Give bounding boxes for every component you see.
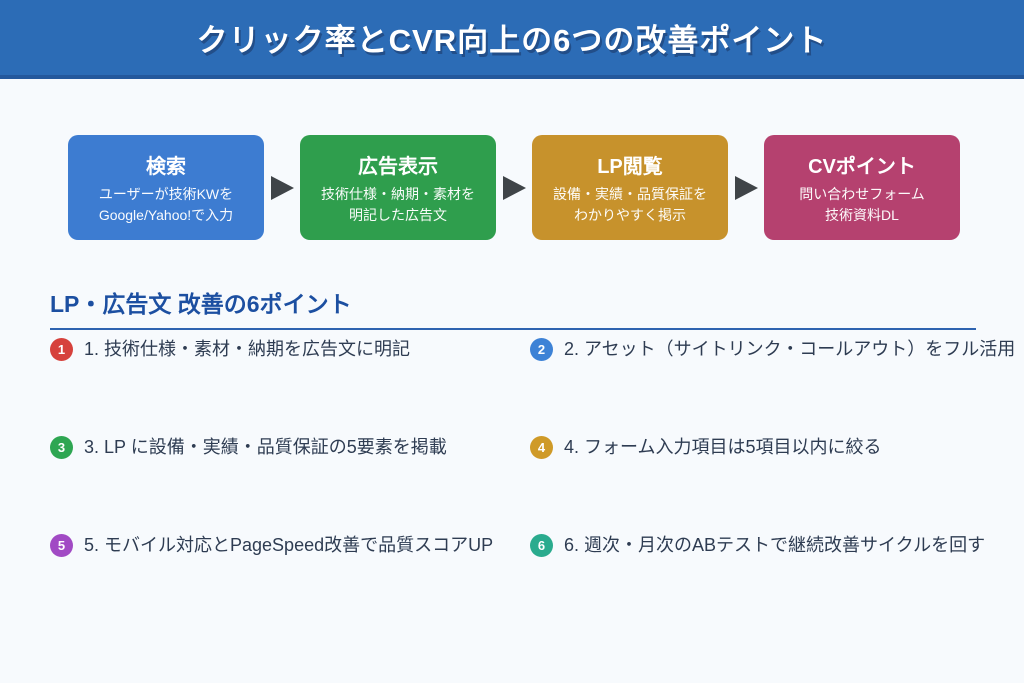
step-desc: ユーザーが技術KWを Google/Yahoo!で入力 xyxy=(74,184,258,225)
right-arrow-icon xyxy=(734,175,758,200)
step-desc-line2: Google/Yahoo!で入力 xyxy=(98,206,234,223)
point-badge: 3 xyxy=(50,436,73,459)
step-desc-line2: 明記した広告文 xyxy=(349,206,447,223)
point-badge: 2 xyxy=(530,338,553,361)
point-text: 4. フォーム入力項目は5項目以内に絞る xyxy=(564,437,882,457)
point-text: 1. 技術仕様・素材・納期を広告文に明記 xyxy=(84,339,411,359)
step-desc: 設備・実績・品質保証を わかりやすく掲示 xyxy=(538,184,722,225)
step-title: CVポイント xyxy=(808,156,916,179)
step-desc-line1: 技術仕様・納期・素材を xyxy=(321,186,475,203)
funnel-step-ad-display: 広告表示 技術仕様・納期・素材を 明記した広告文 xyxy=(300,135,496,240)
points-section-header: LP・広告文 改善の6ポイント xyxy=(50,285,976,330)
step-desc-line1: 設備・実績・品質保証を xyxy=(553,186,707,203)
step-title: 広告表示 xyxy=(358,156,438,179)
step-desc: 技術仕様・納期・素材を 明記した広告文 xyxy=(306,184,490,225)
step-desc: 問い合わせフォーム 技術資料DL xyxy=(770,184,954,225)
step-desc-line2: わかりやすく掲示 xyxy=(574,206,686,223)
point-item-6: 6 6. 週次・月次のABテストで継続改善サイクルを回す xyxy=(530,533,1015,631)
point-item-1: 1 1. 技術仕様・素材・納期を広告文に明記 xyxy=(50,337,530,435)
funnel-step-lp-view: LP閲覧 設備・実績・品質保証を わかりやすく掲示 xyxy=(532,135,728,240)
point-text: 5. モバイル対応とPageSpeed改善で品質スコアUP xyxy=(84,535,494,555)
point-badge: 5 xyxy=(50,534,73,557)
right-arrow-icon xyxy=(502,175,526,200)
point-item-2: 2 2. アセット（サイトリンク・コールアウト）をフル活用 xyxy=(530,337,1015,435)
point-text: 3. LP に設備・実績・品質保証の5要素を掲載 xyxy=(84,437,447,457)
point-item-3: 3 3. LP に設備・実績・品質保証の5要素を掲載 xyxy=(50,435,530,533)
flow-arrow-cell xyxy=(728,175,764,200)
point-badge: 6 xyxy=(530,534,553,557)
points-heading: LP・広告文 改善の6ポイント xyxy=(50,291,352,317)
point-item-4: 4 4. フォーム入力項目は5項目以内に絞る xyxy=(530,435,1015,533)
point-badge: 1 xyxy=(50,338,73,361)
flow-arrow-cell xyxy=(496,175,532,200)
point-badge: 4 xyxy=(530,436,553,459)
right-arrow-icon xyxy=(270,175,294,200)
point-text: 6. 週次・月次のABテストで継続改善サイクルを回す xyxy=(564,535,986,555)
step-desc-line2: 技術資料DL xyxy=(825,206,899,223)
slide-title: クリック率とCVR向上の6つの改善ポイント xyxy=(196,23,828,58)
step-title: 検索 xyxy=(146,156,186,179)
point-item-5: 5 5. モバイル対応とPageSpeed改善で品質スコアUP xyxy=(50,533,530,631)
point-text: 2. アセット（サイトリンク・コールアウト）をフル活用 xyxy=(564,339,1016,359)
step-title: LP閲覧 xyxy=(597,156,663,179)
flow-arrow-cell xyxy=(264,175,300,200)
funnel-flow: 検索 ユーザーが技術KWを Google/Yahoo!で入力 広告表示 技術仕様… xyxy=(68,135,960,240)
points-grid: 1 1. 技術仕様・素材・納期を広告文に明記 2 2. アセット（サイトリンク・… xyxy=(50,337,1015,631)
funnel-step-cv-point: CVポイント 問い合わせフォーム 技術資料DL xyxy=(764,135,960,240)
heading-underline xyxy=(50,328,976,330)
funnel-step-search: 検索 ユーザーが技術KWを Google/Yahoo!で入力 xyxy=(68,135,264,240)
step-desc-line1: ユーザーが技術KWを xyxy=(98,186,234,203)
slide-header: クリック率とCVR向上の6つの改善ポイント xyxy=(0,0,1024,79)
step-desc-line1: 問い合わせフォーム xyxy=(799,186,925,203)
